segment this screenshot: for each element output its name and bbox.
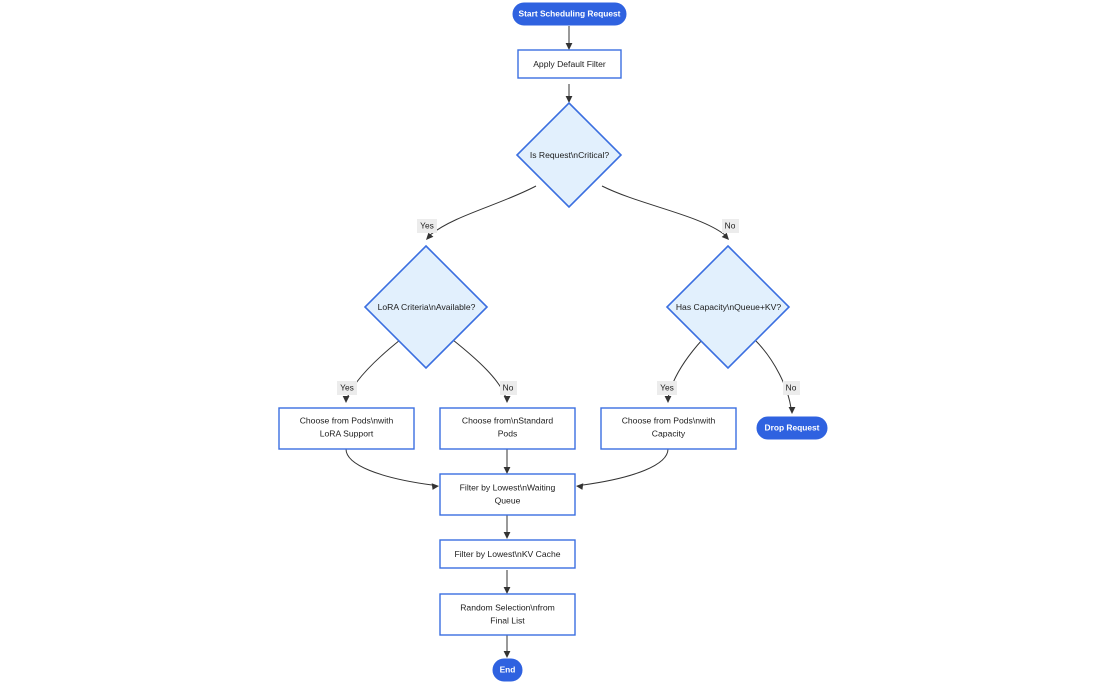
edge-label-capacity-yes-text: Yes — [660, 383, 674, 393]
node-apply-default-filter[interactable]: Apply Default Filter — [517, 49, 622, 79]
choose-standard-pods-box-shape[interactable] — [439, 407, 576, 450]
has-capacity-diamond-shape[interactable] — [665, 244, 791, 370]
has-capacity-label: Has Capacity\nQueue+KV? — [676, 302, 782, 312]
edge-choose-standard-pods-to-filter-waiting-queue — [503, 449, 511, 474]
filter-waiting-queue-label-line2: Queue — [495, 495, 521, 505]
node-lora-criteria-available[interactable]: LoRA Criteria\nAvailable? — [363, 244, 489, 370]
edge-label-lora-no-text: No — [503, 383, 514, 393]
node-layer: Start Scheduling Request Apply Default F… — [278, 2, 828, 682]
end-label: End — [500, 665, 516, 675]
edge-has-capacity-to-drop-request — [754, 339, 796, 414]
edge-choose-pods-lora-to-filter-waiting-queue — [345, 448, 439, 490]
node-filter-waiting-queue[interactable]: Filter by Lowest\nWaiting Queue — [439, 473, 576, 516]
edge-filter-kv-cache-to-random-selection — [503, 570, 511, 594]
end-pill-shape[interactable] — [492, 658, 523, 682]
random-selection-box-shape[interactable] — [439, 593, 576, 636]
node-filter-kv-cache[interactable]: Filter by Lowest\nKV Cache — [439, 539, 576, 569]
filter-waiting-queue-box-shape[interactable] — [439, 473, 576, 516]
node-drop-request[interactable]: Drop Request — [756, 416, 828, 440]
edge-label-capacity-no-bg — [783, 381, 800, 395]
choose-pods-lora-label-line1: Choose from Pods\nwith — [300, 415, 394, 425]
edge-label-lora-yes-text: Yes — [340, 383, 354, 393]
node-random-selection[interactable]: Random Selection\nfrom Final List — [439, 593, 576, 636]
edge-apply-default-filter-to-is-request-critical — [565, 84, 573, 103]
edge-label-capacity-no: No — [783, 381, 800, 395]
node-end[interactable]: End — [492, 658, 523, 682]
edge-random-selection-to-end — [503, 635, 511, 658]
random-selection-label-line1: Random Selection\nfrom — [460, 602, 555, 612]
edge-label-lora-no: No — [500, 381, 517, 395]
choose-pods-capacity-label-line2: Capacity — [652, 428, 686, 438]
edge-is-request-critical-to-has-capacity — [601, 185, 729, 240]
choose-pods-lora-label-line2: LoRA Support — [320, 428, 374, 438]
edge-label-critical-no-bg — [722, 219, 739, 233]
drop-request-pill-shape[interactable] — [756, 416, 828, 440]
edge-label-lora-yes-bg — [337, 381, 357, 395]
edge-filter-waiting-queue-to-filter-kv-cache — [503, 515, 511, 539]
apply-default-filter-box-shape[interactable] — [517, 49, 622, 79]
filter-waiting-queue-label-line1: Filter by Lowest\nWaiting — [460, 482, 556, 492]
node-has-capacity[interactable]: Has Capacity\nQueue+KV? — [665, 244, 791, 370]
lora-criteria-label: LoRA Criteria\nAvailable? — [378, 302, 476, 312]
choose-pods-capacity-label-line1: Choose from Pods\nwith — [622, 415, 716, 425]
edge-label-critical-no-text: No — [725, 221, 736, 231]
drop-request-label: Drop Request — [765, 423, 820, 433]
edge-label-critical-yes: Yes — [417, 219, 437, 233]
node-choose-pods-capacity[interactable]: Choose from Pods\nwith Capacity — [600, 407, 737, 450]
edge-label-layer: Yes No Yes No Yes No — [337, 219, 800, 395]
start-pill-shape[interactable] — [512, 2, 627, 26]
edge-label-critical-no: No — [722, 219, 739, 233]
choose-standard-pods-label-line1: Choose from\nStandard — [462, 415, 553, 425]
is-request-critical-diamond-shape[interactable] — [515, 101, 623, 209]
choose-pods-lora-box-shape[interactable] — [278, 407, 415, 450]
filter-kv-cache-label: Filter by Lowest\nKV Cache — [454, 549, 560, 559]
edge-choose-pods-capacity-to-filter-waiting-queue — [576, 448, 669, 490]
lora-criteria-diamond-shape[interactable] — [363, 244, 489, 370]
node-choose-pods-lora[interactable]: Choose from Pods\nwith LoRA Support — [278, 407, 415, 450]
is-request-critical-label: Is Request\nCritical? — [530, 150, 610, 160]
random-selection-label-line2: Final List — [490, 615, 525, 625]
edge-label-capacity-no-text: No — [786, 383, 797, 393]
node-choose-standard-pods[interactable]: Choose from\nStandard Pods — [439, 407, 576, 450]
node-is-request-critical[interactable]: Is Request\nCritical? — [515, 101, 623, 209]
edge-label-lora-no-bg — [500, 381, 517, 395]
start-label: Start Scheduling Request — [519, 9, 621, 19]
edge-is-request-critical-to-lora-criteria — [426, 185, 537, 240]
edge-label-critical-yes-text: Yes — [420, 221, 434, 231]
edge-label-capacity-yes: Yes — [657, 381, 677, 395]
node-start[interactable]: Start Scheduling Request — [512, 2, 627, 26]
edge-start-to-apply-default-filter — [565, 26, 573, 50]
filter-kv-cache-box-shape[interactable] — [439, 539, 576, 569]
edge-label-lora-yes: Yes — [337, 381, 357, 395]
choose-pods-capacity-box-shape[interactable] — [600, 407, 737, 450]
edge-label-critical-yes-bg — [417, 219, 437, 233]
edge-label-capacity-yes-bg — [657, 381, 677, 395]
apply-default-filter-label: Apply Default Filter — [533, 59, 606, 69]
choose-standard-pods-label-line2: Pods — [498, 428, 518, 438]
